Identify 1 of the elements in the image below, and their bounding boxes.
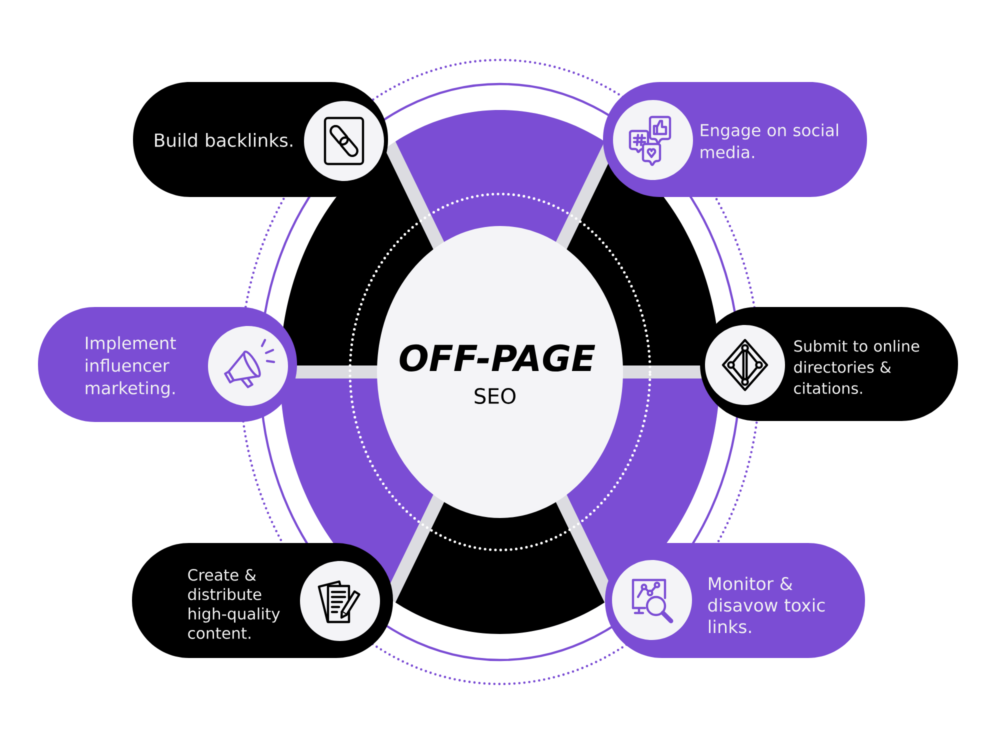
node-label: Submit to online directories & citations. [794,340,920,394]
